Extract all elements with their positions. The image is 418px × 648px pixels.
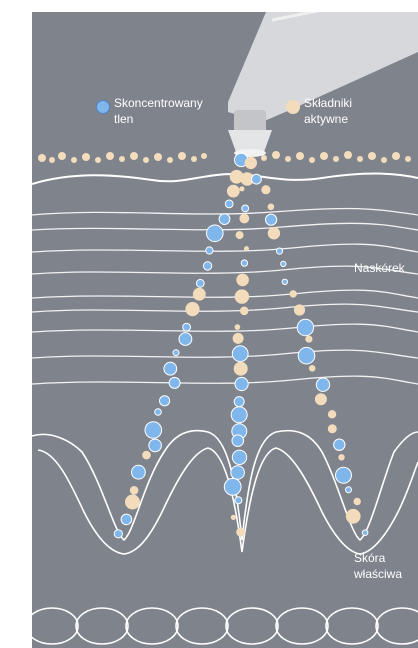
active-particle [328, 410, 336, 418]
epidermis-layer-lines [32, 208, 418, 384]
oxygen-particle [164, 362, 177, 375]
active-particle [244, 246, 249, 251]
oxygen-particle [183, 323, 191, 331]
active-particle [346, 509, 361, 524]
oxygen-particle [145, 422, 162, 439]
actives-legend-dot [286, 100, 300, 114]
active-particle [240, 307, 249, 316]
active-particle [125, 495, 140, 510]
active-particle [294, 304, 305, 315]
oxygen-particle [207, 225, 224, 242]
active-particle [231, 515, 236, 520]
active-particle [236, 274, 249, 287]
left-margin [0, 0, 32, 648]
dermis-cells [32, 608, 418, 644]
oxygen-particle [282, 279, 287, 284]
active-particle [338, 454, 344, 460]
active-particle [309, 365, 316, 372]
active-particle [290, 290, 297, 297]
active-particle [239, 214, 249, 224]
active-particle [142, 451, 151, 460]
active-particle [268, 204, 275, 211]
oxygen-particle [169, 377, 180, 388]
surface-granules [38, 151, 411, 163]
oxygen-particle [121, 514, 132, 525]
oxygen-particle [114, 530, 122, 538]
oxygen-particle [235, 497, 242, 504]
oxygen-particle [276, 248, 282, 254]
actives-legend-line2: aktywne [304, 111, 352, 127]
particle-streams [114, 153, 368, 538]
oxygen-particle [225, 200, 233, 208]
oxygen-particle [281, 261, 286, 266]
oxygen-particle [232, 450, 246, 464]
oxygen-particle [224, 478, 241, 495]
active-particle [236, 231, 244, 239]
epidermis-label-text: Naskórek [354, 260, 405, 276]
oxygen-particle [203, 262, 211, 270]
actives-legend-label: Składniki aktywne [304, 95, 352, 127]
oxygen-particle [132, 465, 146, 479]
skin-surface [32, 174, 418, 185]
oxygen-particle [231, 466, 245, 480]
oxygen-legend-dot [96, 100, 110, 114]
active-particle [236, 528, 245, 537]
oxygen-particle [160, 396, 170, 406]
actives-legend-line1: Składniki [304, 95, 352, 111]
skin-diagram-panel: Skoncentrowany tlen Składniki aktywne Na… [32, 12, 418, 648]
oxygen-particle [235, 377, 248, 390]
oxygen-legend-line2: tlen [114, 111, 203, 127]
dermis-label-line1: Skóra [354, 550, 402, 566]
active-particle [234, 362, 248, 376]
oxygen-particle [219, 214, 230, 225]
oxygen-particle [206, 247, 213, 254]
oxygen-particle [362, 530, 368, 536]
oxygen-particle [196, 279, 204, 287]
epidermis-label: Naskórek [354, 260, 405, 276]
oxygen-particle [316, 378, 329, 391]
oxygen-particle [297, 319, 313, 335]
oxygen-particle [232, 346, 248, 362]
oxygen-particle [149, 439, 162, 452]
oxygen-particle [242, 205, 249, 212]
oxygen-particle [346, 487, 352, 493]
oxygen-particle [173, 350, 179, 356]
oxygen-particle [155, 409, 162, 416]
active-particle [315, 393, 327, 405]
dermal-papillae [32, 431, 418, 554]
active-particle [185, 302, 199, 316]
oxygen-particle [298, 347, 315, 364]
active-particle [305, 336, 312, 343]
oxygen-particle [334, 439, 345, 450]
active-particle [233, 333, 244, 344]
active-particle [354, 498, 361, 505]
oxygen-particle [231, 407, 247, 423]
applicator-nozzle [228, 12, 418, 157]
oxygen-particle [179, 333, 192, 346]
active-particle [227, 185, 240, 198]
active-particle [193, 288, 206, 301]
oxygen-particle [234, 397, 244, 407]
active-particle [239, 186, 244, 191]
oxygen-particle [266, 214, 277, 225]
active-particle [328, 424, 337, 433]
active-particle [268, 227, 280, 239]
oxygen-particle [252, 174, 262, 184]
oxygen-particle [336, 467, 352, 483]
oxygen-particle [232, 435, 244, 447]
oxygen-particle [241, 260, 247, 266]
active-particle [235, 289, 249, 303]
active-particle [245, 157, 257, 169]
oxygen-legend-label: Skoncentrowany tlen [114, 95, 203, 127]
active-particle [130, 486, 139, 495]
active-particle [261, 185, 270, 194]
dermis-label: Skóra właściwa [354, 550, 402, 582]
oxygen-legend-line1: Skoncentrowany [114, 95, 203, 111]
dermis-label-line2: właściwa [354, 566, 402, 582]
active-particle [235, 324, 241, 330]
